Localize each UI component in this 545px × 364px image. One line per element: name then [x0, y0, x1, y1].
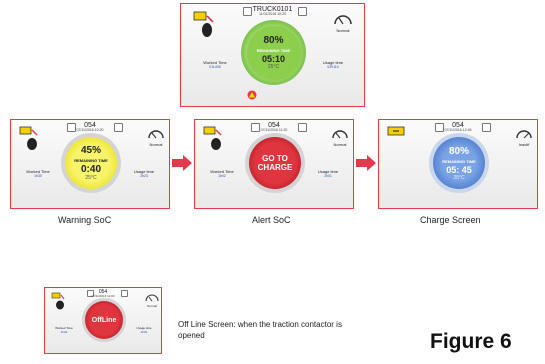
battery-truck-icon — [19, 126, 38, 150]
soc-percent: 80% — [263, 35, 284, 46]
timestamp: 07/11/2016 11:00 — [91, 294, 115, 298]
timestamp: 07/11/2016 12:45 — [444, 128, 472, 132]
status-label: Normal — [333, 142, 347, 147]
timestamp: 07/11/2016 11:20 — [260, 128, 288, 132]
warning-caption: Warning SoC — [58, 215, 112, 225]
status-gauge-icon — [148, 130, 164, 139]
worked-value: 1h30 — [34, 174, 42, 178]
timestamp: 07/11/2016 10:20 — [76, 128, 104, 132]
offline-screen: 054 07/11/2016 11:00 Normal OffLine Work… — [44, 287, 162, 354]
unit-id: 054 — [452, 122, 464, 129]
action-line-1: GO TO — [262, 154, 288, 163]
offline-gauge: OffLine — [82, 298, 126, 342]
status-label: Inactif — [518, 142, 530, 147]
screen-header: 054 07/11/2016 11:20 — [195, 122, 353, 132]
usage-time: Usage time 2h01 — [311, 169, 345, 178]
remaining-time: 05:10 — [261, 54, 286, 64]
charge-caption: Charge Screen — [420, 215, 481, 225]
temperature: 25°C — [85, 175, 97, 181]
status-gauge-icon — [516, 130, 532, 139]
user-icon[interactable] — [243, 7, 252, 16]
user-icon[interactable] — [67, 123, 76, 132]
worked-label: Worked Time — [55, 326, 73, 330]
charger-icon — [387, 126, 405, 136]
usage-time: Usage time 2h23 — [127, 169, 161, 178]
worked-value: 1h02 — [218, 174, 226, 178]
settings-icon[interactable] — [298, 7, 307, 16]
worked-time: Worked Time 1h02 — [51, 326, 77, 334]
battery-truck-icon — [193, 11, 214, 37]
user-icon[interactable] — [251, 123, 260, 132]
soc-percent: 80% — [448, 145, 469, 157]
remaining-time: 0:40 — [80, 164, 101, 175]
worked-label: Worked Time — [210, 169, 234, 174]
remaining-time: 05: 45 — [446, 164, 472, 175]
alert-screen: 054 07/11/2016 11:20 Normal GO TO CHARGE… — [194, 119, 354, 209]
unit-id: 054 — [268, 122, 280, 129]
usage-value: 029110 — [327, 65, 339, 69]
worked-value: 011435 — [209, 65, 221, 69]
usage-label: Usage time — [136, 326, 152, 330]
go-to-charge-gauge[interactable]: GO TO CHARGE — [245, 133, 305, 193]
worked-label: Worked Time — [26, 169, 50, 174]
status-gauge-icon — [334, 15, 352, 25]
worked-value: 1h02 — [60, 330, 68, 334]
usage-label: Usage time — [322, 60, 344, 65]
status-gauge-icon — [145, 294, 159, 302]
worked-time: Worked Time 1h02 — [205, 169, 239, 178]
battery-truck-icon — [203, 126, 222, 150]
action-line-2: CHARGE — [257, 163, 293, 172]
screen-header: 054 07/11/2016 12:45 — [379, 122, 537, 132]
warning-icon[interactable] — [247, 90, 257, 100]
usage-value: 2h01 — [140, 330, 148, 334]
temperature: 25°C — [453, 174, 465, 181]
user-icon[interactable] — [435, 123, 444, 132]
settings-icon[interactable] — [482, 123, 491, 132]
figure-label: Figure 6 — [430, 330, 512, 353]
unit-id: 054 — [84, 122, 96, 129]
unit-id: TRUCK0101 — [252, 6, 293, 13]
status-label: Normal — [336, 28, 350, 33]
temperature: 25°C — [267, 64, 280, 70]
worked-label: Worked Time — [203, 60, 227, 65]
screen-header: 054 07/11/2016 11:00 — [45, 289, 161, 298]
soc-gauge: 80% REMAINING TIME 05:10 25°C — [241, 20, 306, 85]
user-icon[interactable] — [87, 290, 94, 297]
transition-arrow-icon — [172, 155, 192, 171]
screen-header: TRUCK0101 11/01/2016 10:20 — [181, 6, 364, 16]
timestamp: 11/01/2016 10:20 — [259, 12, 286, 16]
usage-label: Usage time — [317, 169, 339, 174]
remaining-label: REMAINING TIME — [442, 158, 476, 164]
settings-icon[interactable] — [121, 290, 128, 297]
soc-percent: 45% — [80, 145, 101, 156]
status-label: Normal — [149, 142, 163, 147]
alert-caption: Alert SoC — [252, 215, 291, 225]
worked-time: Worked Time 011435 — [197, 60, 233, 69]
battery-truck-icon — [51, 292, 65, 310]
settings-icon[interactable] — [114, 123, 123, 132]
soc-gauge: 80% REMAINING TIME 05: 45 25°C — [429, 133, 489, 193]
remaining-label: REMAINING TIME — [256, 48, 291, 53]
status-label: Normal — [147, 304, 157, 308]
normal-screen: TRUCK0101 11/01/2016 10:20 Normal 80% RE… — [180, 3, 365, 107]
offline-caption: Off Line Screen: when the traction conta… — [178, 320, 342, 340]
usage-label: Usage time — [133, 169, 155, 174]
warning-screen: 054 07/11/2016 10:20 Normal 45% REMAININ… — [10, 119, 170, 209]
screen-header: 054 07/11/2016 10:20 — [11, 122, 169, 132]
usage-value: 2h23 — [140, 174, 148, 178]
status-gauge-icon — [332, 130, 348, 139]
unit-id: 054 — [98, 289, 108, 295]
charge-screen: 054 07/11/2016 12:45 Inactif 80% REMAINI… — [378, 119, 538, 209]
usage-time: Usage time 2h01 — [131, 326, 157, 334]
remaining-label: REMAINING TIME — [74, 158, 108, 163]
transition-arrow-icon — [356, 155, 376, 171]
offline-label: OffLine — [91, 316, 117, 324]
settings-icon[interactable] — [298, 123, 307, 132]
usage-time: Usage time 029110 — [315, 60, 351, 69]
soc-gauge: 45% REMAINING TIME 0:40 25°C — [61, 133, 121, 193]
usage-value: 2h01 — [324, 174, 332, 178]
worked-time: Worked Time 1h30 — [21, 169, 55, 178]
